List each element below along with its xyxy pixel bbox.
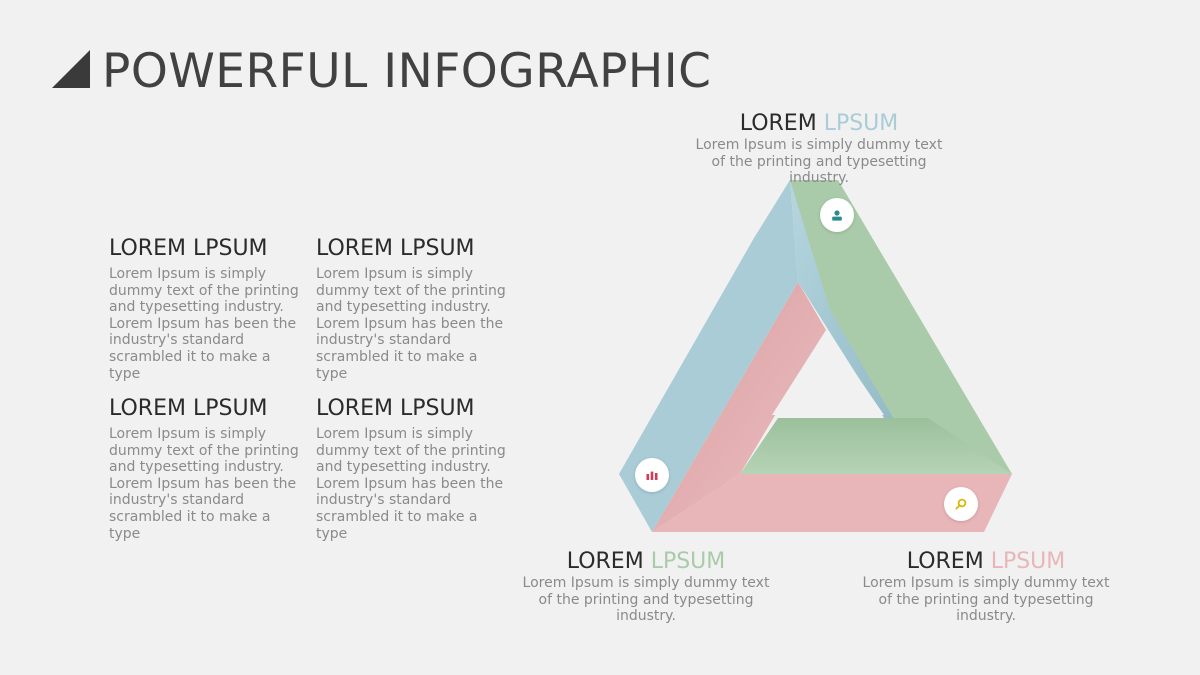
block-heading: LOREM LPSUM bbox=[316, 396, 475, 421]
pink-inner-bar bbox=[652, 282, 826, 532]
blue-band bbox=[619, 180, 798, 532]
label-top: LOREM LPSUM Lorem Ipsum is simply dummy … bbox=[689, 111, 949, 187]
block-body: Lorem Ipsum is simply dummy text of the … bbox=[316, 426, 506, 542]
triangle-mark-icon bbox=[52, 50, 90, 88]
label-body: Lorem Ipsum is simply dummy text of the … bbox=[695, 137, 943, 187]
search-icon bbox=[955, 498, 967, 510]
page-title: POWERFUL INFOGRAPHIC bbox=[102, 44, 712, 99]
text-block-3: LOREM LPSUM Lorem Ipsum is simply dummy … bbox=[109, 396, 299, 542]
label-word2: LPSUM bbox=[990, 549, 1066, 574]
label-word1: LOREM bbox=[906, 549, 984, 574]
label-body: Lorem Ipsum is simply dummy text of the … bbox=[862, 575, 1110, 625]
bar-chart-icon bbox=[646, 471, 658, 480]
pink-band bbox=[652, 474, 1012, 532]
label-heading: LOREM LPSUM bbox=[516, 549, 776, 575]
label-word2: LPSUM bbox=[823, 111, 899, 136]
label-bottom-left: LOREM LPSUM Lorem Ipsum is simply dummy … bbox=[516, 549, 776, 625]
label-bottom-right: LOREM LPSUM Lorem Ipsum is simply dummy … bbox=[856, 549, 1116, 625]
triangle-hole bbox=[772, 330, 884, 415]
block-heading: LOREM LPSUM bbox=[109, 236, 268, 261]
green-inner-bar bbox=[740, 418, 1012, 474]
label-heading: LOREM LPSUM bbox=[856, 549, 1116, 575]
user-icon bbox=[832, 210, 842, 221]
label-heading: LOREM LPSUM bbox=[689, 111, 949, 137]
label-word2: LPSUM bbox=[650, 549, 726, 574]
text-block-2: LOREM LPSUM Lorem Ipsum is simply dummy … bbox=[316, 236, 506, 382]
block-body: Lorem Ipsum is simply dummy text of the … bbox=[109, 426, 299, 542]
block-heading: LOREM LPSUM bbox=[316, 236, 475, 261]
text-block-1: LOREM LPSUM Lorem Ipsum is simply dummy … bbox=[109, 236, 299, 382]
label-word1: LOREM bbox=[566, 549, 644, 574]
icon-circle-right bbox=[944, 487, 978, 521]
label-body: Lorem Ipsum is simply dummy text of the … bbox=[522, 575, 770, 625]
block-body: Lorem Ipsum is simply dummy text of the … bbox=[316, 266, 506, 382]
block-heading: LOREM LPSUM bbox=[109, 396, 268, 421]
label-word1: LOREM bbox=[739, 111, 817, 136]
text-block-4: LOREM LPSUM Lorem Ipsum is simply dummy … bbox=[316, 396, 506, 542]
icon-circle-left bbox=[635, 458, 669, 492]
icon-circle-top bbox=[820, 198, 854, 232]
block-body: Lorem Ipsum is simply dummy text of the … bbox=[109, 266, 299, 382]
green-band bbox=[790, 180, 1012, 474]
